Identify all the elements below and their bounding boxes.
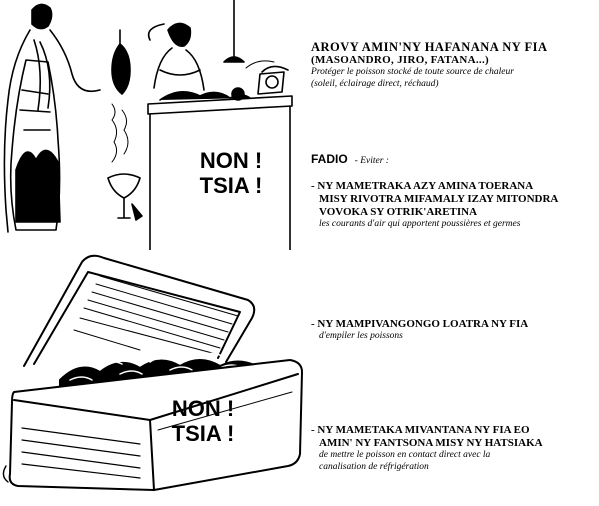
item-line: - NY MAMPIVANGONGO LOATRA NY FIA — [311, 318, 529, 330]
section-french-2: (soleil, éclairage direct, réchaud) — [311, 78, 439, 89]
section-subtitle: (MASOANDRO, JIRO, FATANA...) — [311, 54, 489, 66]
item-french: de mettre le poisson en contact direct a… — [319, 450, 491, 460]
list-item-drafts: - NY MAMETRAKA AZY AMINA TOERANA MISY RI… — [311, 180, 558, 231]
fadio-word: FADIO — [311, 152, 348, 166]
fadio-french: - Eviter : — [354, 156, 389, 166]
list-item-contact: - NY MAMETAKA MIVANTANA NY FIA EO AMIN' … — [311, 424, 543, 473]
stamp-line2: TSIA ! — [199, 173, 263, 198]
stamp-line1: NON ! — [171, 396, 235, 421]
fadio-label: FADIO - Eviter : — [311, 150, 389, 168]
item-french: d'empiler les poissons — [319, 331, 403, 341]
item-line: - NY MAMETAKA MIVANTANA NY FIA EO — [311, 424, 530, 436]
section-heat: AROVY AMIN'NY HAFANANA NY FIA (MASOANDRO… — [311, 40, 547, 90]
item-line: MISY RIVOTRA MIFAMALY IZAY MITONDRA — [319, 193, 559, 205]
item-line: AMIN' NY FANTSONA MISY NY HATSIAKA — [319, 437, 543, 449]
section-title: AROVY AMIN'NY HAFANANA NY FIA — [311, 40, 548, 54]
open-freezer-illustration — [2, 254, 303, 491]
stamp-line1: NON ! — [199, 148, 263, 173]
item-line: - NY MAMETRAKA AZY AMINA TOERANA — [311, 180, 534, 192]
market-stall-illustration — [3, 0, 293, 250]
item-french: canalisation de réfrigération — [319, 461, 429, 472]
stamp-line2: TSIA ! — [171, 421, 235, 446]
no-stamp-top: NON ! TSIA ! — [186, 148, 276, 198]
item-line: VOVOKA SY OTRIK'ARETINA — [319, 206, 478, 218]
no-stamp-bottom: NON ! TSIA ! — [158, 396, 248, 446]
item-french: les courants d'air qui apportent poussiè… — [319, 219, 521, 229]
section-french-1: Protéger le poisson stocké de toute sour… — [311, 67, 514, 77]
list-item-stacking: - NY MAMPIVANGONGO LOATRA NY FIA d'empil… — [311, 318, 528, 343]
